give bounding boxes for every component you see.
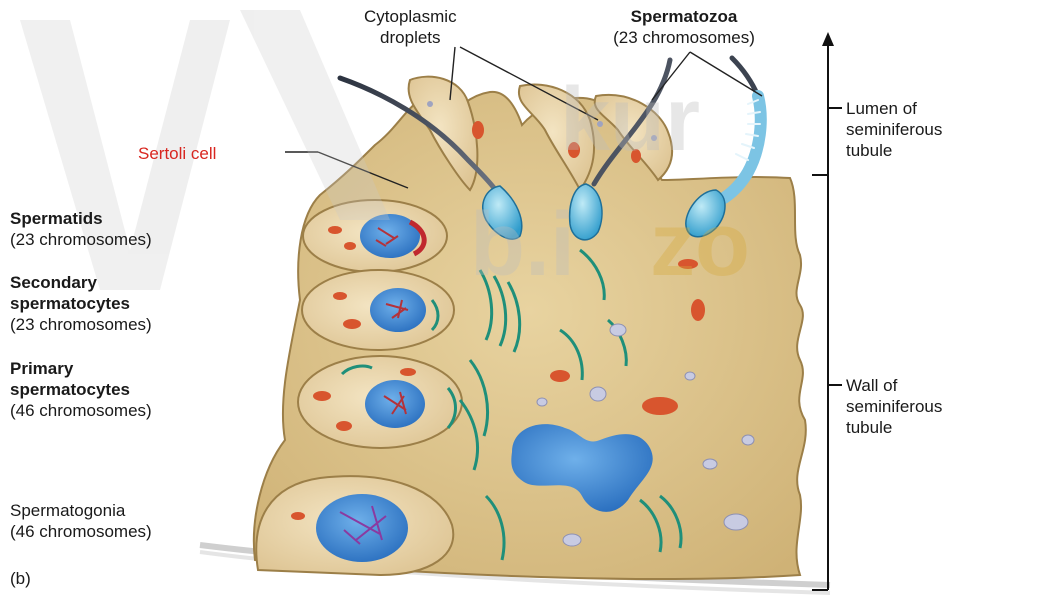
spermatozoa-title: Spermatozoa bbox=[556, 6, 812, 27]
primary-title-2: spermatocytes bbox=[10, 379, 152, 400]
primary-spermatocyte-cell bbox=[298, 356, 462, 448]
spermatogonia-title: Spermatogonia bbox=[10, 500, 152, 521]
wall-line-3: tubule bbox=[846, 417, 942, 438]
lumen-line-3: tubule bbox=[846, 140, 942, 161]
secondary-spermatocyte-cell bbox=[302, 270, 454, 350]
primary-title-1: Primary bbox=[10, 358, 152, 379]
primary-count: (46 chromosomes) bbox=[10, 400, 152, 421]
secondary-count: (23 chromosomes) bbox=[10, 314, 152, 335]
spermatogonia-label: Spermatogonia (46 chromosomes) bbox=[10, 500, 152, 542]
secondary-title-2: spermatocytes bbox=[10, 293, 152, 314]
wall-label: Wall of seminiferous tubule bbox=[846, 375, 942, 438]
lumen-line-1: Lumen of bbox=[846, 98, 942, 119]
spermatozoa-label: Spermatozoa (23 chromosomes) bbox=[556, 6, 812, 48]
spermatids-label: Spermatids (23 chromosomes) bbox=[10, 208, 152, 250]
spermatogonia-count: (46 chromosomes) bbox=[10, 521, 152, 542]
cytoplasmic-droplets-line-2: droplets bbox=[364, 27, 457, 48]
tubule-scale-bracket bbox=[812, 44, 842, 590]
secondary-title-1: Secondary bbox=[10, 272, 152, 293]
primary-spermatocytes-label: Primary spermatocytes (46 chromosomes) bbox=[10, 358, 152, 421]
spermatids-title: Spermatids bbox=[10, 208, 152, 229]
figure-panel-label: (b) bbox=[10, 568, 31, 589]
spermatids-count: (23 chromosomes) bbox=[10, 229, 152, 250]
wall-line-2: seminiferous bbox=[846, 396, 942, 417]
sertoli-cell-label: Sertoli cell bbox=[138, 143, 216, 164]
spermatozoa-count: (23 chromosomes) bbox=[556, 27, 812, 48]
spermatid-cell bbox=[303, 200, 447, 272]
lumen-label: Lumen of seminiferous tubule bbox=[846, 98, 942, 161]
wall-line-1: Wall of bbox=[846, 375, 942, 396]
cytoplasmic-droplets-line-1: Cytoplasmic bbox=[364, 6, 457, 27]
lumen-line-2: seminiferous bbox=[846, 119, 942, 140]
secondary-spermatocytes-label: Secondary spermatocytes (23 chromosomes) bbox=[10, 272, 152, 335]
arrow-up-icon bbox=[822, 32, 834, 46]
cytoplasmic-droplets-label: Cytoplasmic droplets bbox=[364, 6, 457, 48]
